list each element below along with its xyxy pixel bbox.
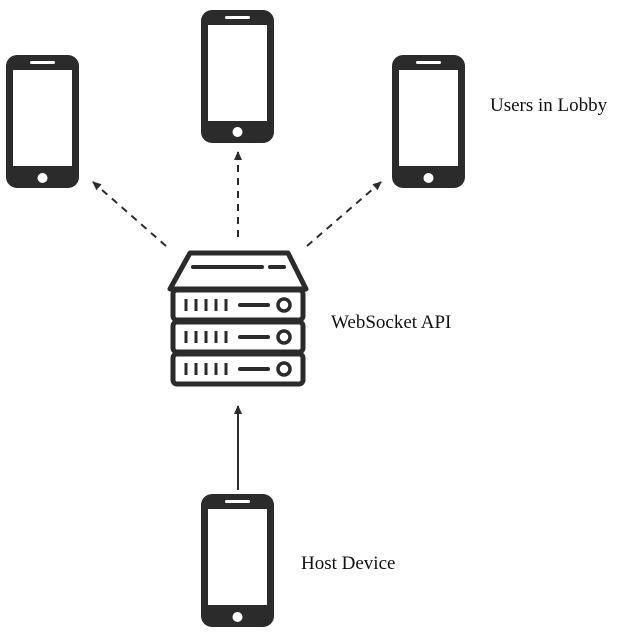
smartphone-icon	[201, 10, 274, 143]
server-rack-icon	[167, 250, 309, 387]
smartphone-icon	[201, 494, 274, 627]
smartphone-icon	[6, 55, 79, 188]
host-device-label: Host Device	[301, 553, 396, 574]
dashed-arrow-to-left-device	[92, 181, 167, 247]
websocket-api-label: WebSocket API	[331, 312, 452, 333]
users-in-lobby-label: Users in Lobby	[490, 95, 608, 116]
smartphone-icon	[392, 55, 465, 188]
dashed-arrow-to-right-device	[306, 181, 382, 247]
